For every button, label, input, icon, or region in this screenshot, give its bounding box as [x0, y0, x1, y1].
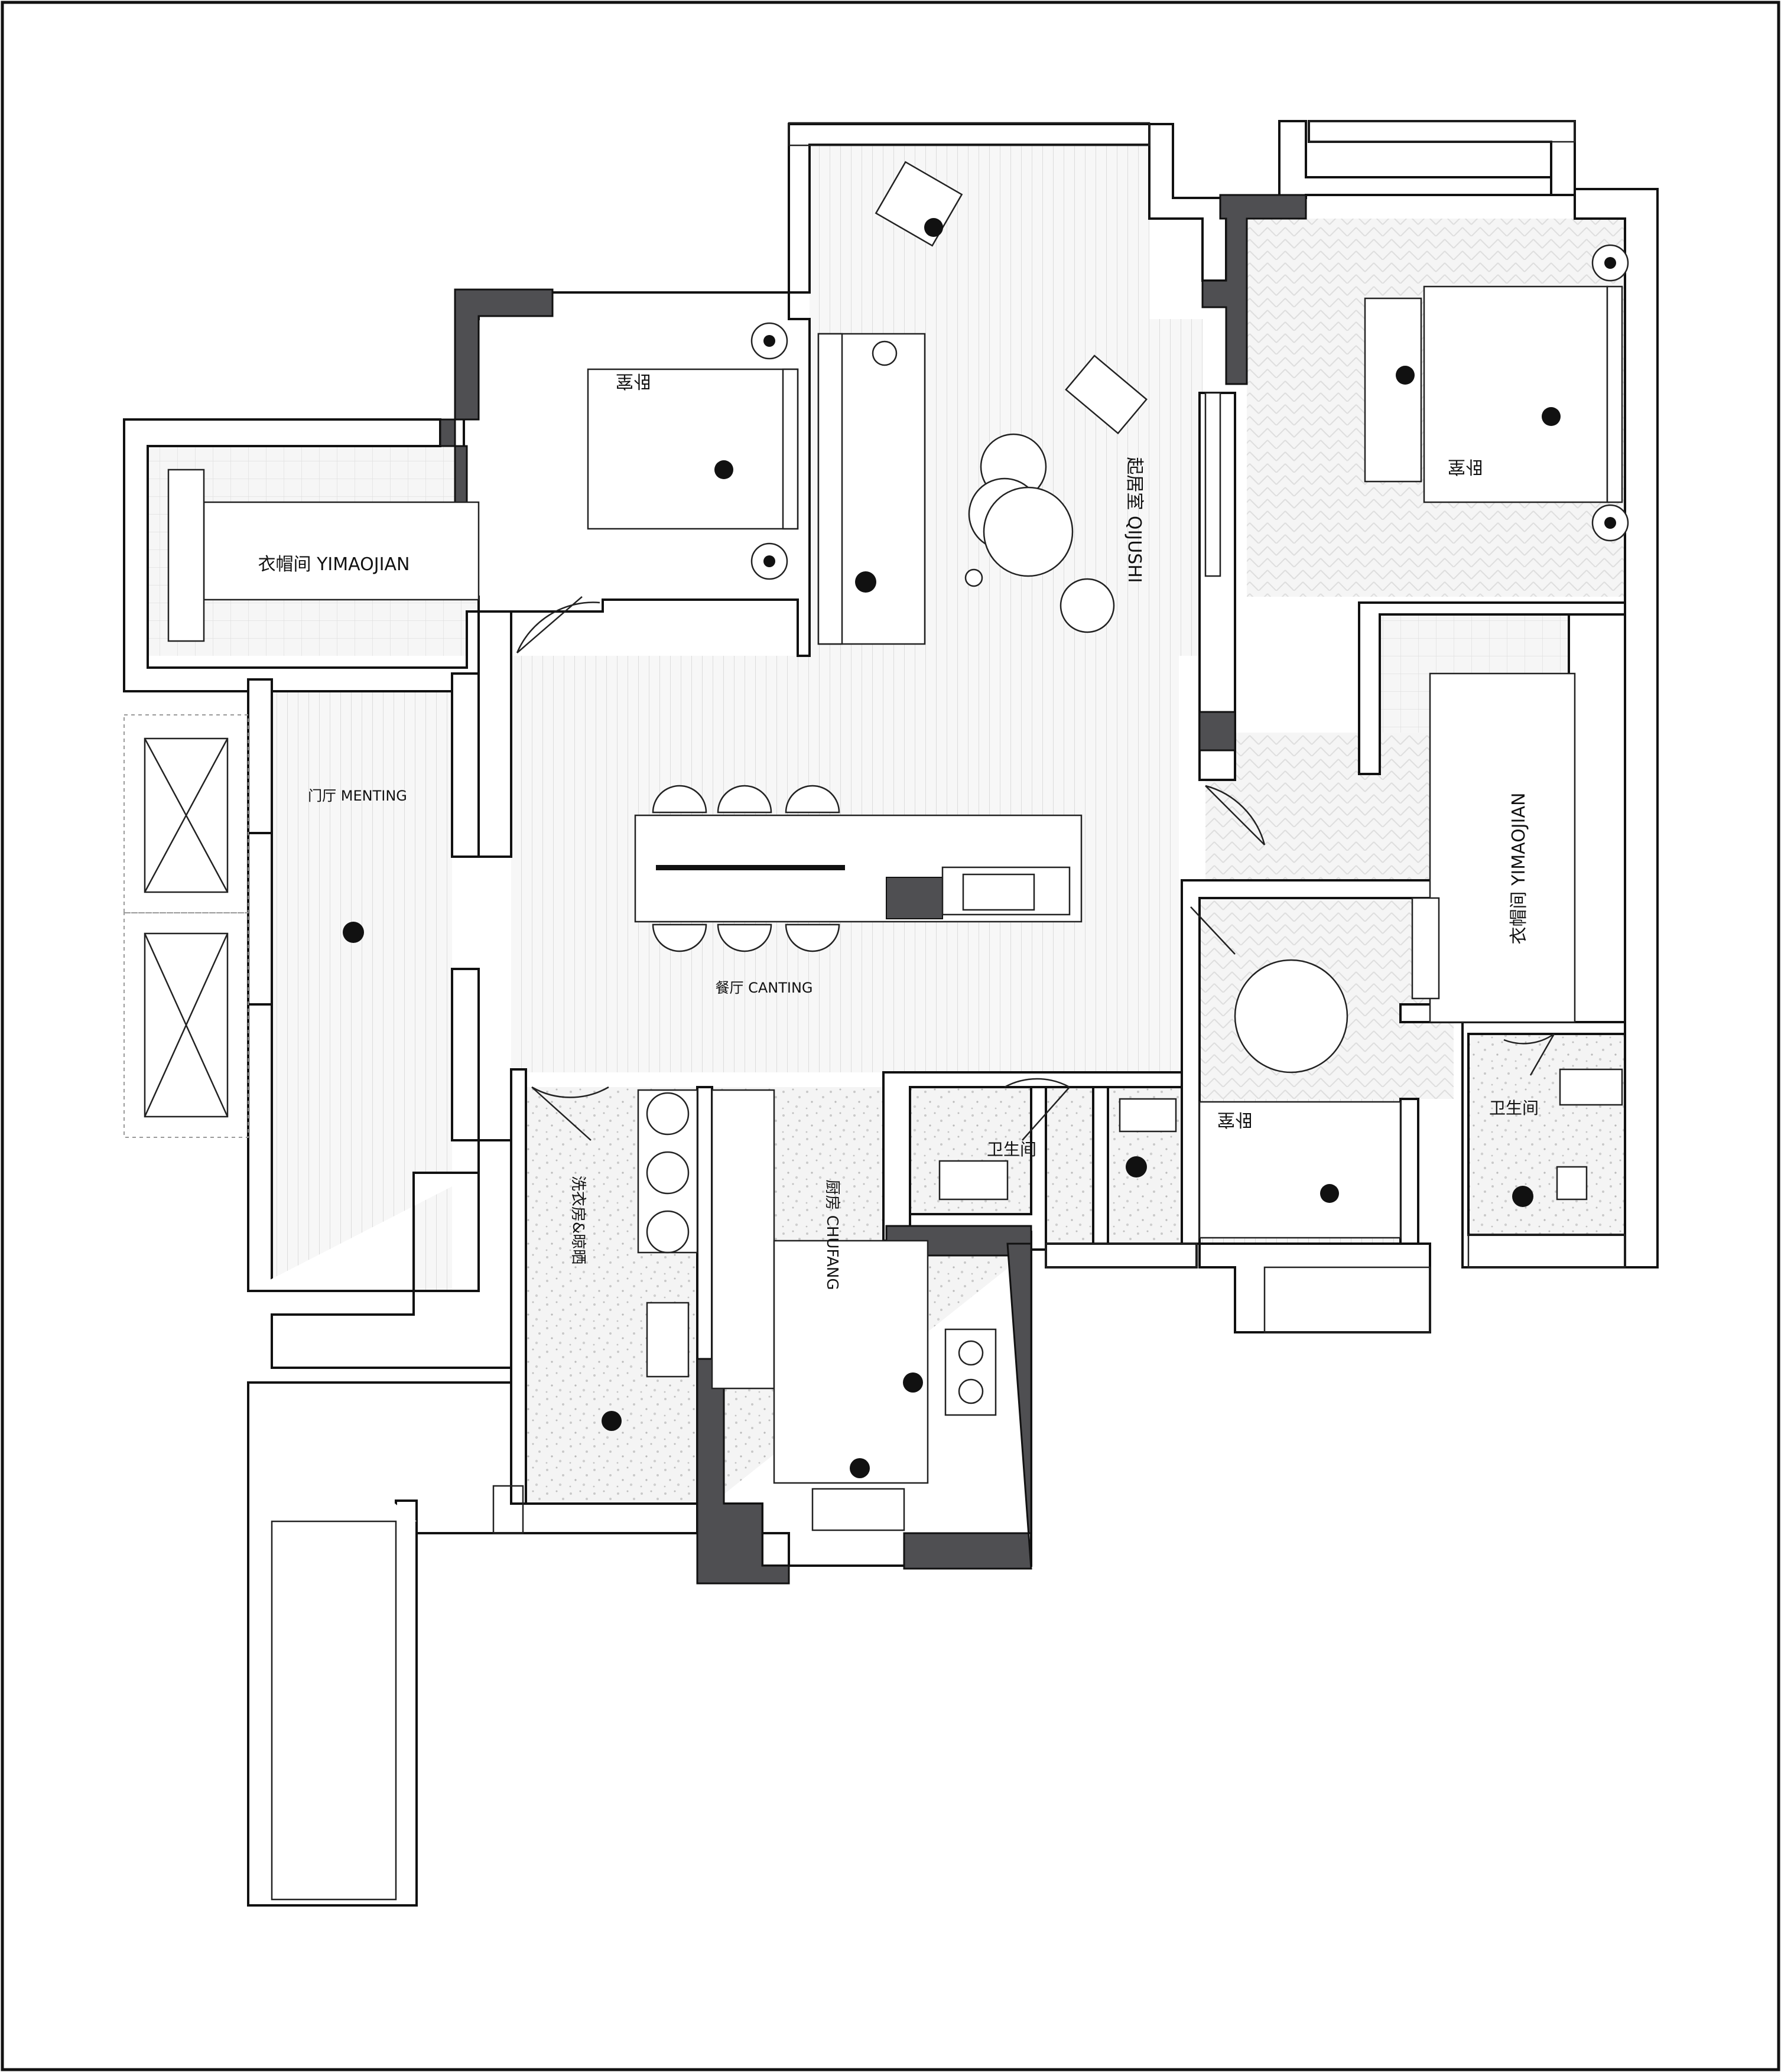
kitchen-label: 厨房 CHUFANG — [823, 1180, 841, 1290]
bedroom-master-label: 卧室 — [1448, 456, 1483, 477]
bedroom-east-label: 卧室 — [1217, 1109, 1253, 1130]
bathroom-center-label: 卫生间 — [987, 1140, 1036, 1159]
living-label: 起居室 QIJUSHI — [1124, 457, 1145, 583]
balcony-north-floor — [810, 145, 1149, 319]
cloakroom-east-label: 衣帽间 YIMAOJIAN — [1509, 793, 1529, 945]
windows — [124, 120, 1626, 1901]
doors — [516, 596, 1555, 1141]
people — [343, 218, 1561, 1478]
laundry-label: 洗衣房&晾晒 — [569, 1176, 587, 1264]
bay-window-lower — [124, 912, 249, 1138]
bathroom-east-label: 卫生间 — [1489, 1098, 1539, 1118]
cloakroom-west-label: 衣帽间 YIMAOJIAN — [258, 554, 410, 575]
foyer-label: 门厅 MENTING — [308, 788, 407, 804]
room-labels: 衣帽间 YIMAOJIAN 卧室 起居室 QIJUSHI 卧室 衣帽间 YIMA… — [258, 370, 1539, 1290]
structural-walls — [439, 194, 1307, 1585]
corridor-east-floor — [1205, 733, 1471, 892]
bedroom-north-label: 卧室 — [616, 370, 651, 391]
bay-window-upper — [124, 714, 249, 913]
dining-label: 餐厅 CANTING — [715, 980, 812, 996]
bathroom-east-floor — [1468, 1034, 1625, 1235]
